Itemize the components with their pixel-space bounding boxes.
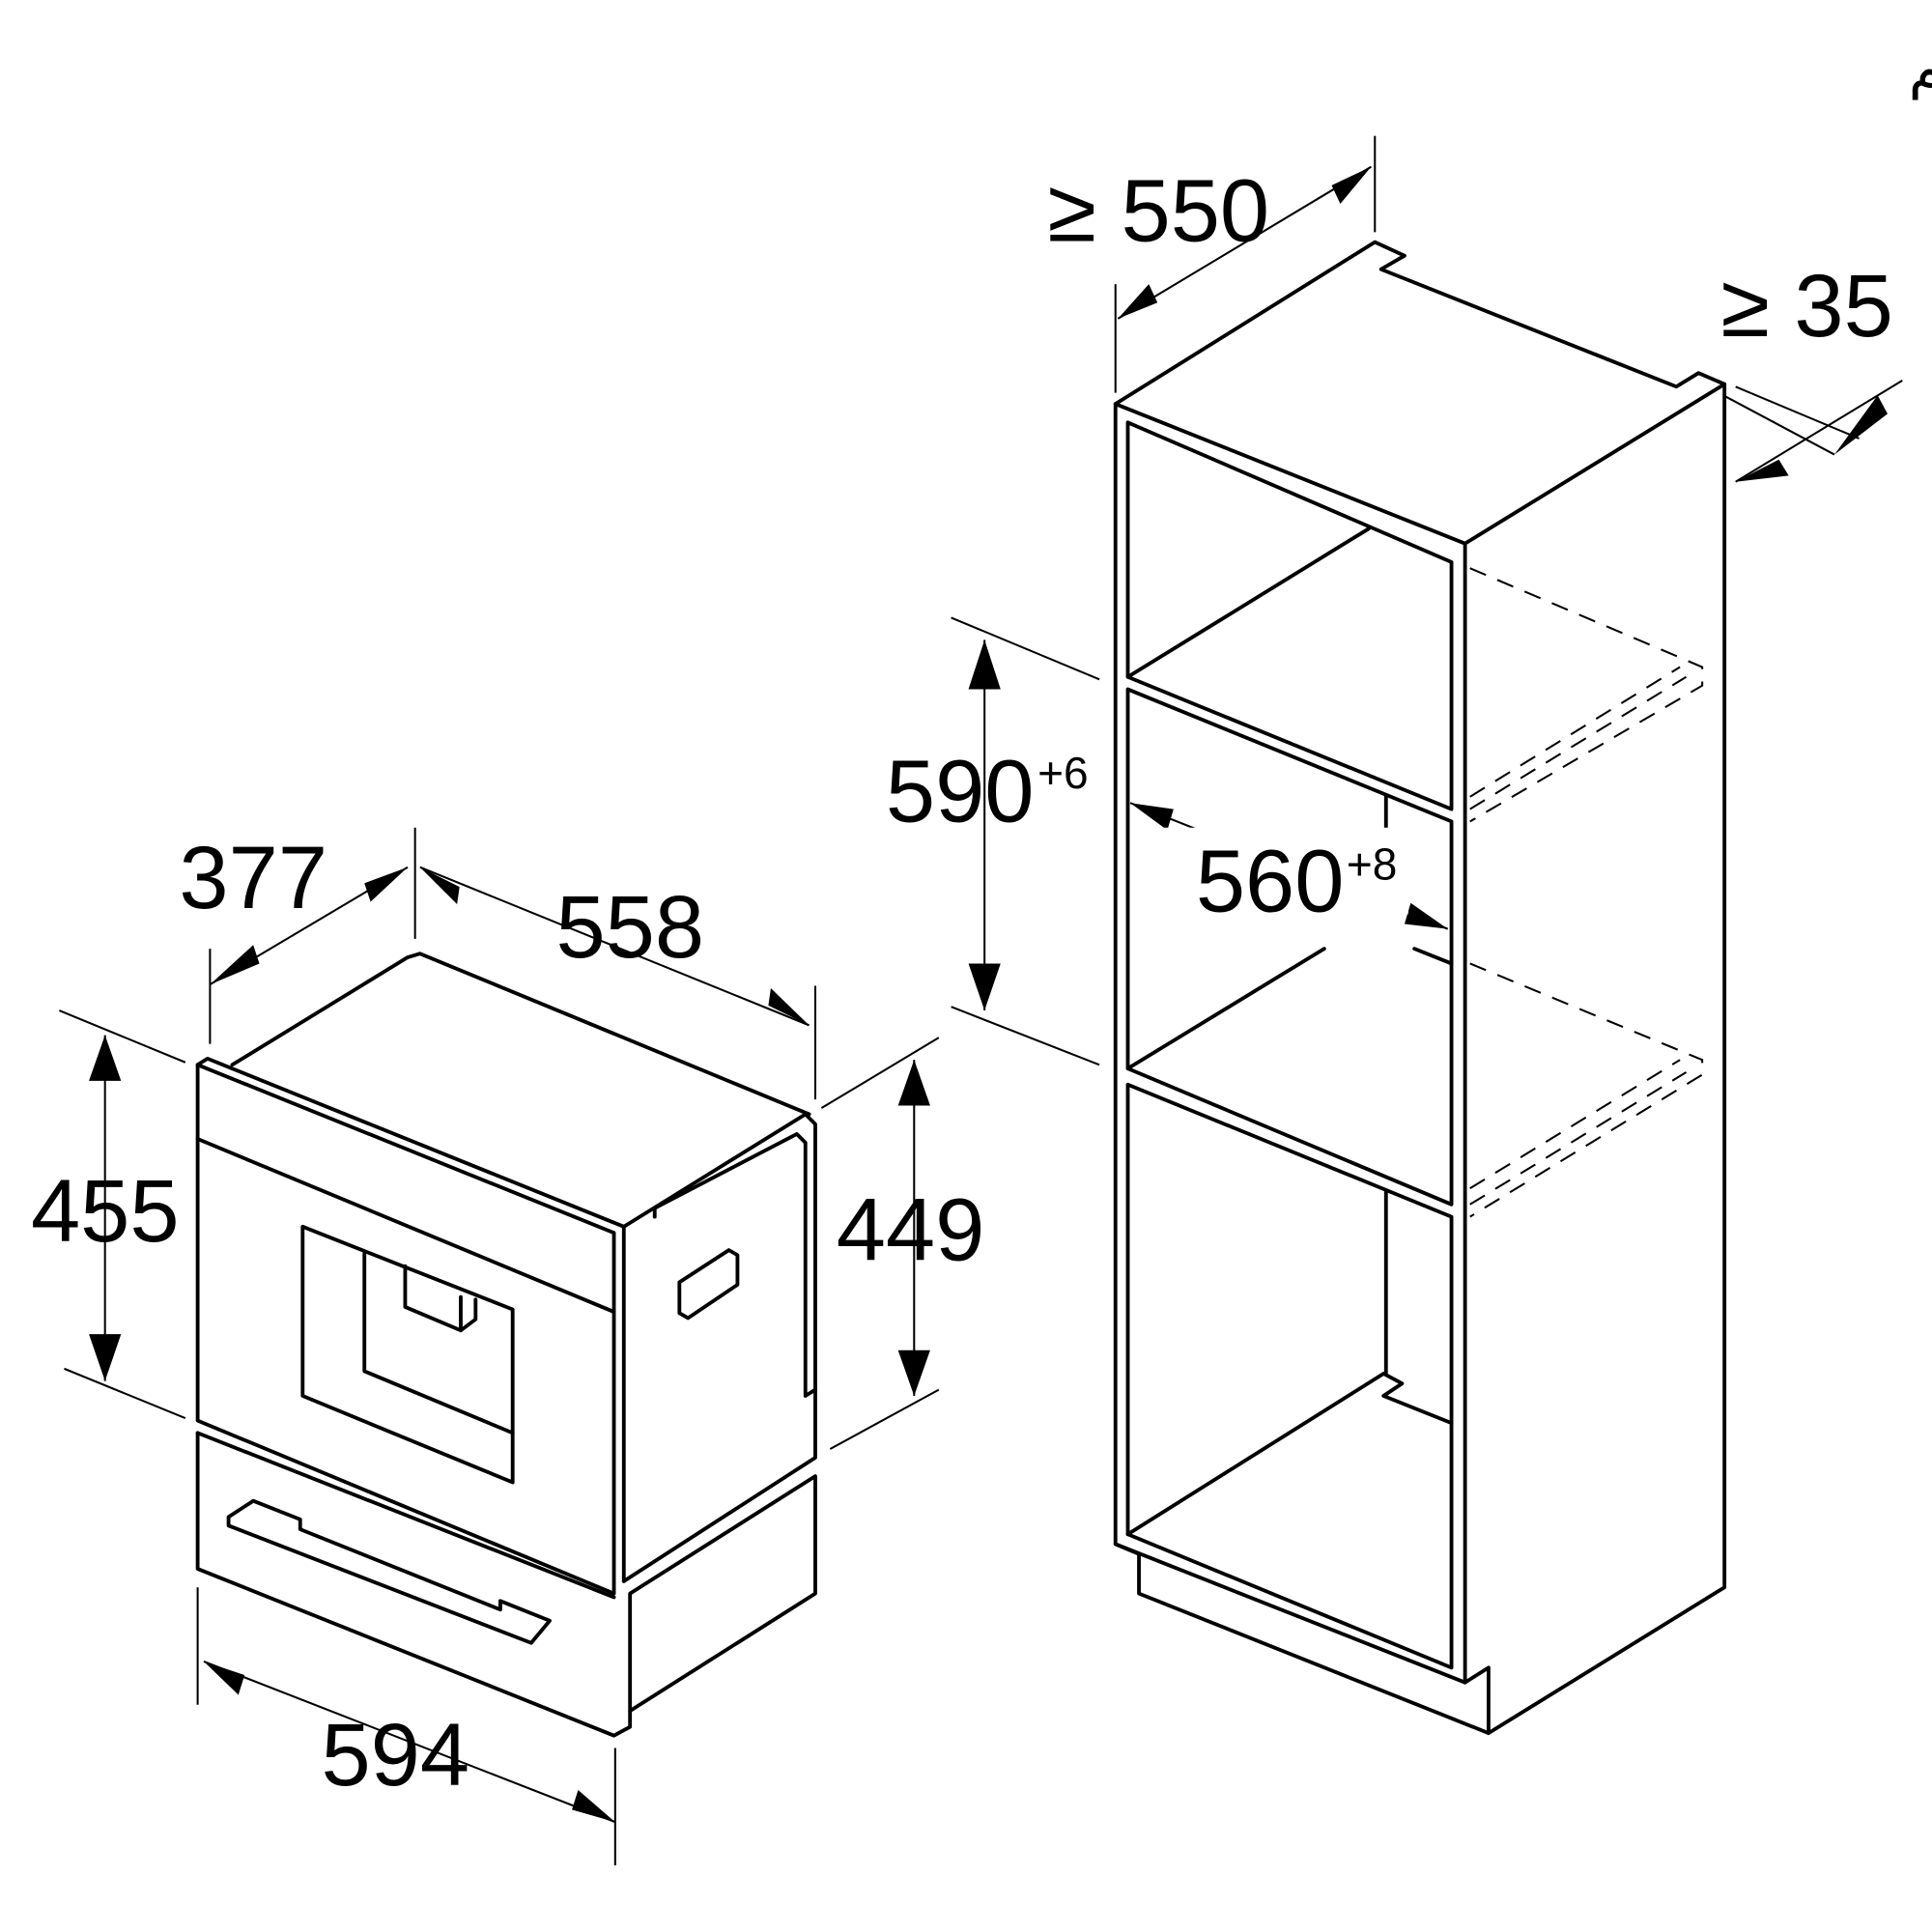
depth-label: 377 [179,828,327,927]
niche-height-tolerance: +6 [1037,748,1088,798]
height-body-label: 449 [837,1179,985,1279]
unit-note: القياسات بوحدة مم [1909,34,1932,101]
width-front-label: 594 [321,1705,469,1804]
min-gap-label: ≥ 35 [1720,256,1893,355]
dimension-lines [58,135,1903,1865]
min-depth-label: ≥ 550 [1047,160,1269,260]
niche-width-label: 560 [1196,832,1345,931]
width-top-label: 558 [555,877,704,977]
appliance-drawing [195,952,817,1738]
niche-height-label: 590 [886,741,1035,840]
cabinet-drawing [1113,240,1727,1736]
niche-width-tolerance: +8 [1347,838,1397,889]
height-total-label: 455 [31,1161,180,1261]
